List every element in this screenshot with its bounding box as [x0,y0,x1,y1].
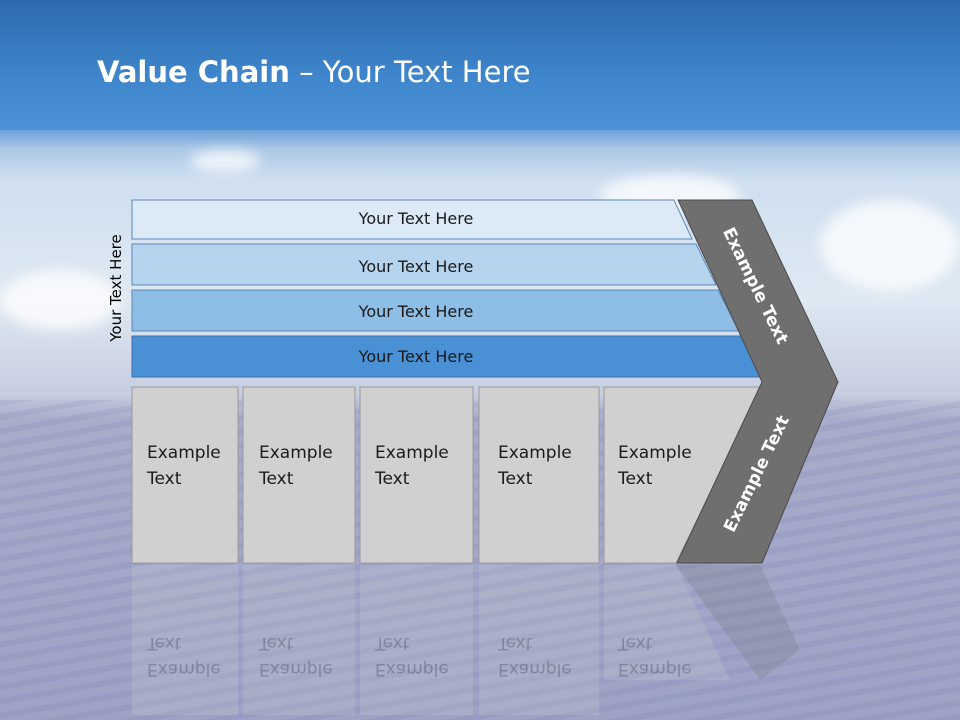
activity-cell-4 [478,386,600,564]
activity-cell-3 [359,386,474,564]
slide-title: Value Chain – Your Text Here [97,55,531,89]
activity-cell-2 [242,386,356,564]
support-bar-3-label: Your Text Here [358,302,474,321]
cloud [820,200,960,290]
header-fade [0,118,960,148]
cloud [0,270,120,330]
activity-cell-1 [131,386,239,564]
support-bar-2 [131,243,717,286]
margin-chevron [676,199,839,564]
support-bar-2-label: Your Text Here [358,257,474,276]
activity-cell-5 [603,386,763,564]
cloud [190,150,260,172]
support-bar-4-label: Your Text Here [358,347,474,366]
support-bar-1-label: Your Text Here [358,209,474,228]
title-bold: Value Chain [97,55,290,89]
header-band [0,0,960,130]
title-rest: – Your Text Here [289,55,531,89]
support-bar-1 [131,199,693,240]
reflection [132,565,800,715]
